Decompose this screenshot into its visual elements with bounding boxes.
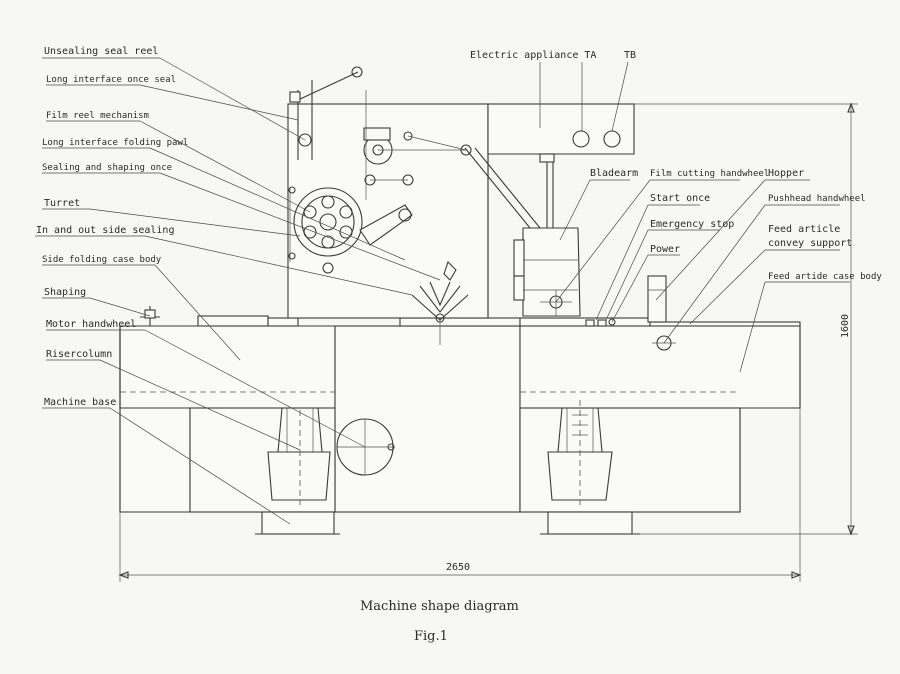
bladearm-assembly — [513, 162, 581, 317]
label-film-reel-mechanism: Film reel mechanism — [46, 111, 149, 121]
film-reel-mechanism — [363, 90, 472, 200]
label-motor-handwheel: Motor handwheel — [46, 319, 136, 330]
label-tb: TB — [624, 50, 636, 61]
unsealing-seal-reel — [289, 66, 363, 160]
label-sealing-and-shaping-once: Sealing and shaping once — [42, 163, 172, 173]
label-feed-article: Feed article — [768, 224, 840, 235]
label-side-folding-case-body: Side folding case body — [42, 255, 162, 265]
caption-title: Machine shape diagram — [360, 599, 519, 614]
sealing-shaping-unit — [411, 260, 469, 345]
label-machine-base: Machine base — [44, 397, 116, 408]
left-foot — [261, 511, 335, 535]
label-feed-artide-case-body: Feed artide case body — [768, 272, 882, 282]
label-long-interface-once-seal: Long interface once seal — [46, 75, 176, 85]
label-turret: Turret — [44, 198, 80, 209]
label-power: Power — [650, 244, 680, 255]
label-risercolumn: Risercolumn — [46, 349, 112, 360]
riser-column-right — [547, 400, 613, 505]
dimension-width: 2650 — [446, 562, 470, 573]
riser-column-left — [267, 407, 331, 505]
label-shaping: Shaping — [44, 287, 86, 298]
leader-lines — [35, 57, 850, 525]
turret-wheel — [288, 186, 413, 274]
electric-appliance-box — [487, 103, 635, 163]
motor-handwheel — [336, 418, 395, 476]
label-emergency-stop: Emergency stop — [650, 219, 734, 230]
right-foot — [547, 511, 633, 535]
label-in-and-out-side-sealing: In and out side sealing — [36, 225, 174, 236]
control-buttons — [585, 318, 616, 327]
dimension-height: 1600 — [840, 314, 851, 338]
label-electric-appliance-ta: Electric appliance TA — [470, 50, 596, 61]
label-pushhead-handwheel: Pushhead handwheel — [768, 194, 866, 204]
label-start-once: Start once — [650, 193, 710, 204]
machine-drawing — [119, 66, 801, 535]
label-long-interface-folding-pawl: Long interface folding pawl — [42, 138, 188, 148]
callout-labels: Unsealing seal reel Long interface once … — [36, 46, 882, 408]
caption-fig: Fig.1 — [414, 629, 448, 644]
label-bladearm: Bladearm — [590, 168, 638, 179]
label-hopper: Hopper — [768, 168, 804, 179]
label-film-cutting-handwheel: Film cutting handwheel — [650, 169, 769, 179]
label-unsealing-seal-reel: Unsealing seal reel — [44, 46, 158, 57]
dimension-lines: 2650 1600 — [118, 102, 858, 582]
right-base-block — [519, 407, 741, 513]
left-base-block — [189, 407, 336, 513]
figure-caption: Machine shape diagram Fig.1 — [360, 599, 519, 644]
label-convey-support: convey support — [768, 238, 852, 249]
